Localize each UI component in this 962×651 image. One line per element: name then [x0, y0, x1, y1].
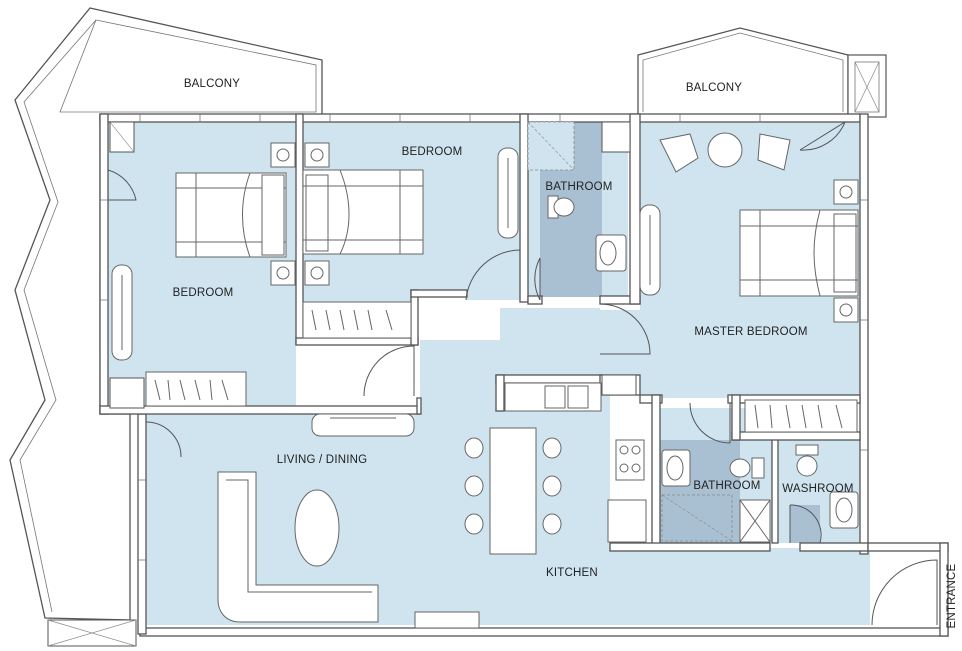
- label-washroom: WASHROOM: [782, 483, 853, 495]
- label-kitchen: KITCHEN: [546, 567, 598, 579]
- window-marks: [100, 114, 868, 561]
- room-labels: BALCONY BALCONY BEDROOM BATHROOM BEDROOM…: [173, 78, 958, 628]
- master-seating: [659, 132, 791, 173]
- balcony-right: [637, 27, 887, 118]
- bathroom-bottom-fixtures: [661, 449, 771, 543]
- bed-left: [175, 142, 296, 286]
- wardrobe-left: [145, 371, 247, 407]
- mirror-master: [639, 204, 661, 296]
- doors: [107, 121, 938, 626]
- label-bedroom-left: BEDROOM: [173, 287, 234, 299]
- label-bathroom-bottom: BATHROOM: [693, 480, 760, 492]
- kitchen-fixtures: [464, 382, 647, 555]
- washroom-fixtures: [795, 444, 859, 529]
- mirror-left: [111, 264, 133, 361]
- wardrobe-master: [744, 399, 858, 433]
- master-bed: [739, 179, 859, 323]
- bed-top: [302, 142, 424, 286]
- label-balcony-left: BALCONY: [184, 78, 240, 90]
- bathroom-top-fixtures: [527, 121, 627, 272]
- label-bathroom-top: BATHROOM: [545, 181, 612, 193]
- living-furniture: [217, 413, 480, 629]
- label-bedroom-top: BEDROOM: [402, 146, 463, 158]
- wardrobe-top: [302, 301, 412, 339]
- label-entrance: ENTRANCE: [946, 563, 958, 628]
- label-balcony-right: BALCONY: [686, 82, 742, 94]
- walls: [99, 113, 949, 637]
- mirror-top: [497, 147, 519, 239]
- label-living-dining: LIVING / DINING: [277, 454, 368, 466]
- label-master-bedroom: MASTER BEDROOM: [694, 326, 807, 338]
